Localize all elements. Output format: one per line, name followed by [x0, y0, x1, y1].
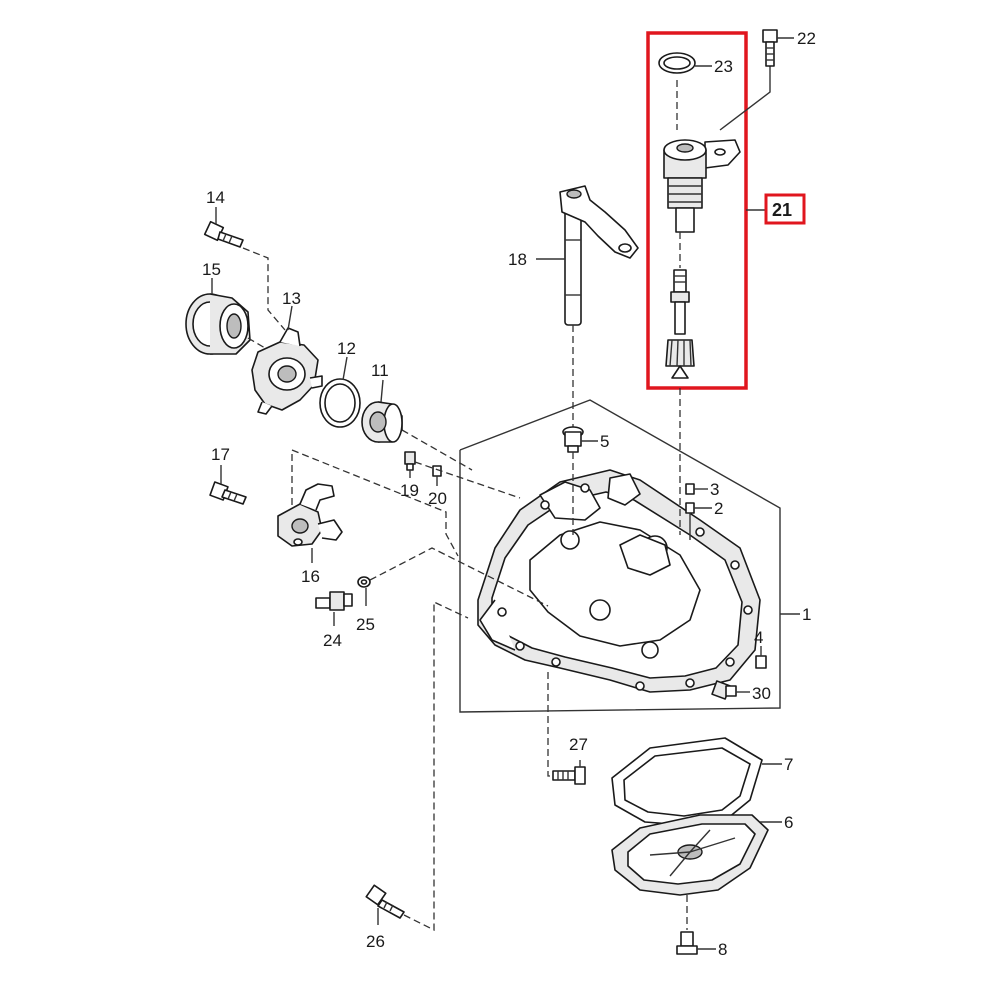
dowel-pin [755, 655, 767, 669]
shim-washer [319, 378, 361, 428]
filler-plug [711, 680, 737, 700]
label-part-24: 24 [323, 631, 342, 650]
release-bearing [185, 293, 251, 355]
label-part-20: 20 [428, 489, 447, 508]
oil-pan-gasket [611, 737, 763, 826]
leader-12 [342, 356, 348, 381]
dash-24 [369, 547, 549, 607]
transaxle-housing [477, 469, 761, 693]
label-part-11: 11 [371, 361, 389, 380]
label-part-25: 25 [356, 615, 375, 634]
dash-19 [414, 461, 521, 499]
label-part-6: 6 [784, 813, 793, 832]
breather-plug [685, 483, 695, 495]
leader-11 [380, 379, 384, 403]
shift-shaft [559, 185, 639, 326]
back-up-lamp-switch [315, 591, 353, 611]
flange-bolt [762, 29, 778, 67]
label-part-12: 12 [337, 339, 356, 358]
dash-16 [291, 449, 459, 557]
housing-group-frame [459, 399, 781, 713]
label-part-3: 3 [710, 480, 719, 499]
label-part-4: 4 [754, 628, 763, 647]
speedometer-driven-gear [665, 269, 695, 379]
leader-22-link [719, 58, 771, 131]
plug-19 [404, 451, 416, 471]
label-part-1: 1 [802, 605, 811, 624]
housing-bolt-short [552, 766, 586, 785]
label-part-19: 19 [400, 481, 419, 500]
label-part-2: 2 [714, 499, 723, 518]
drain-bolt [676, 931, 698, 955]
housing-bolt-long [365, 884, 405, 919]
release-bearing-bolt [203, 220, 244, 248]
part-21-highlight-frame [646, 31, 748, 390]
dash-27 [547, 672, 553, 777]
label-part-27: 27 [569, 735, 588, 754]
label-part-17: 17 [211, 445, 230, 464]
part-21-label-box [764, 193, 806, 225]
speedometer-sleeve [663, 139, 741, 233]
switch-washer [357, 576, 371, 588]
o-ring [658, 52, 696, 74]
label-part-16: 16 [301, 567, 320, 586]
label-part-21: 21 [772, 200, 792, 220]
label-part-7: 7 [784, 755, 793, 774]
fork-bolt [209, 481, 247, 505]
label-part-22: 22 [797, 29, 816, 48]
shaft-seal [562, 426, 584, 453]
label-part-26: 26 [366, 932, 385, 951]
label-part-23: 23 [714, 57, 733, 76]
release-fork [251, 327, 323, 415]
label-part-5: 5 [600, 432, 609, 451]
oil-pan [611, 814, 769, 896]
shift-fork [277, 483, 343, 547]
label-part-8: 8 [718, 940, 727, 959]
leader-13 [287, 305, 293, 331]
dash-14 [242, 247, 286, 331]
dash-26 [403, 600, 469, 932]
label-part-30: 30 [752, 684, 771, 703]
input-shaft-bearing [361, 401, 403, 443]
label-part-14: 14 [206, 188, 225, 207]
label-part-13: 13 [282, 289, 301, 308]
label-part-15: 15 [202, 260, 221, 279]
label-part-18: 18 [508, 250, 527, 269]
dash-15 [247, 337, 266, 349]
dash-11 [401, 429, 473, 471]
